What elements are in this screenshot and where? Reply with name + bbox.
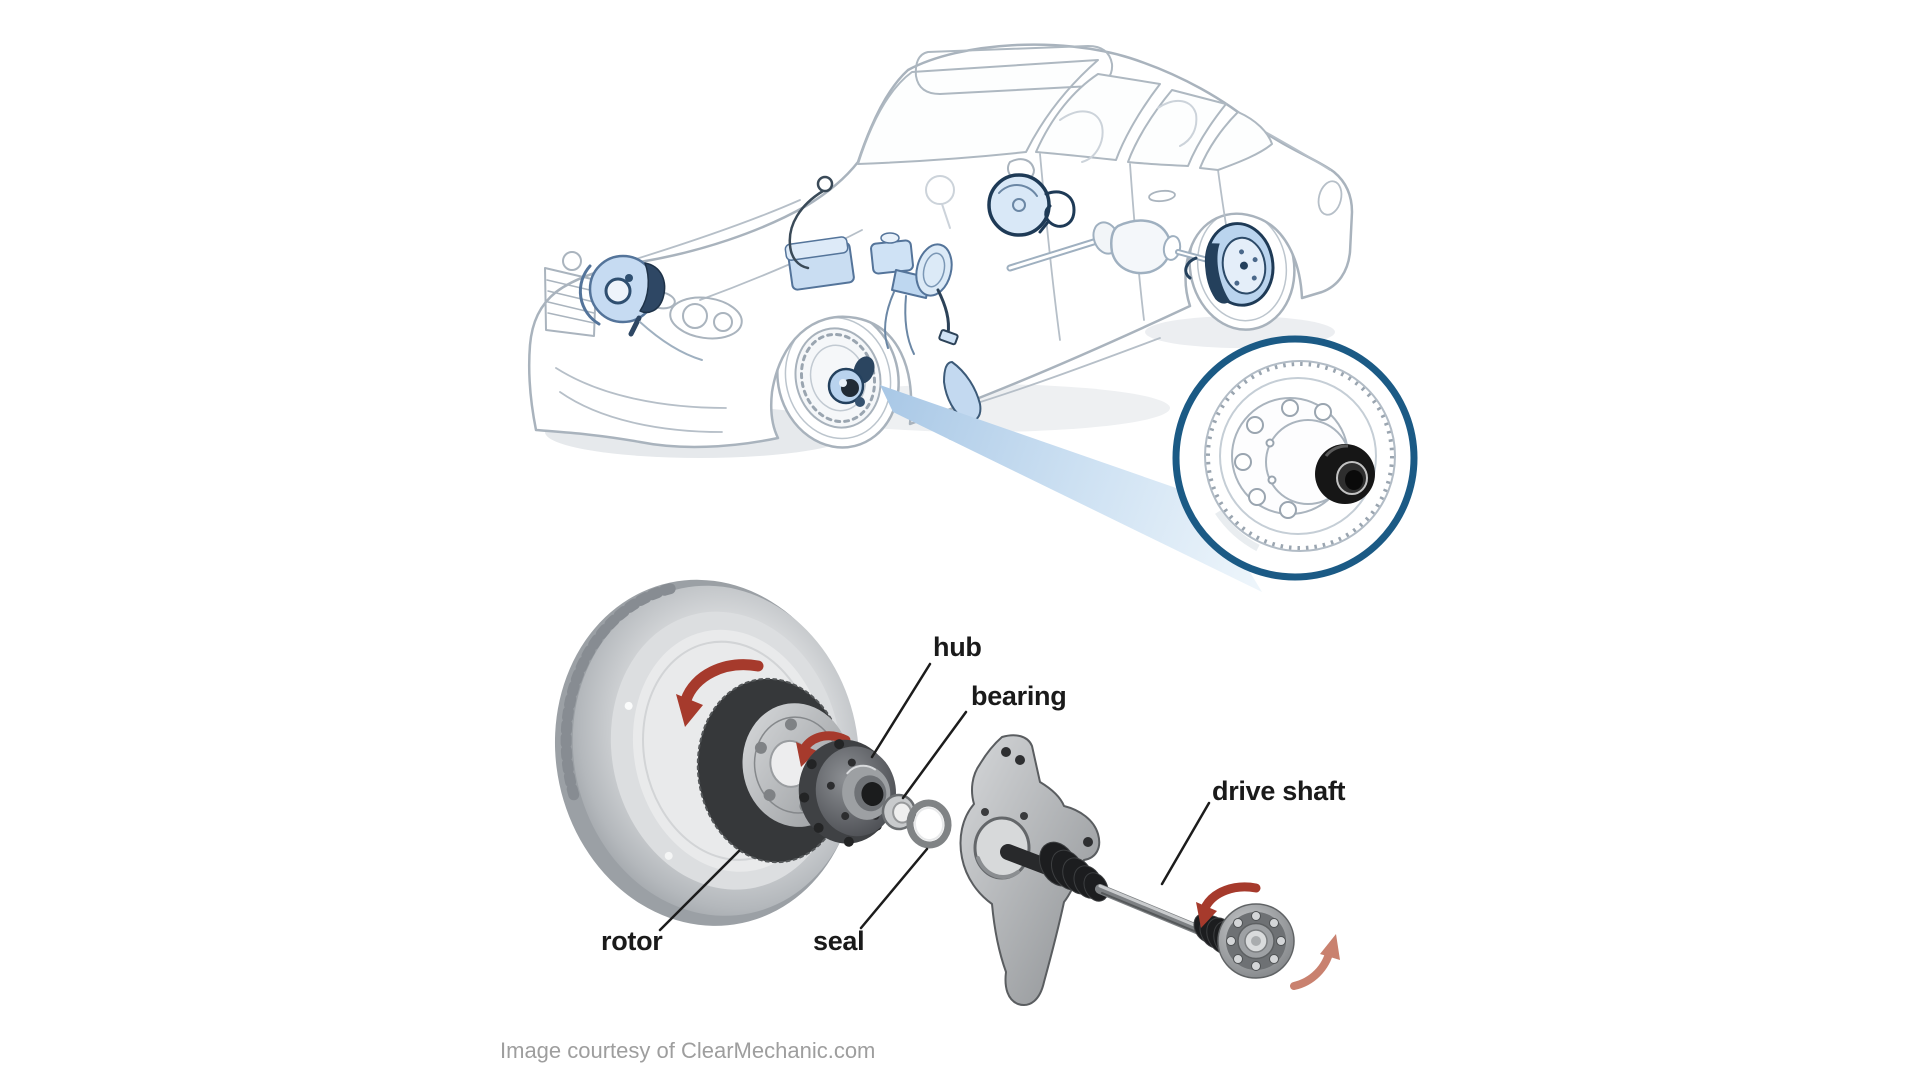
car-interior xyxy=(925,99,1198,229)
quarter-window xyxy=(1199,111,1273,171)
cv-axle xyxy=(1000,841,1340,990)
rear-driveline xyxy=(1006,219,1211,275)
booster-hose xyxy=(1044,190,1076,228)
rotation-arrow-small xyxy=(796,731,851,767)
bearing-closeup xyxy=(1315,444,1375,504)
exploded-view xyxy=(554,579,1340,1006)
label-rotor: rotor xyxy=(601,926,663,956)
side-window-rear xyxy=(1127,89,1227,167)
leader-hub xyxy=(870,662,932,759)
bolt-holes xyxy=(1234,399,1332,519)
rear-drum-highlight xyxy=(1204,222,1275,307)
sensor-ring xyxy=(816,175,834,193)
leader-bearing xyxy=(901,710,968,800)
abs-module xyxy=(784,236,855,291)
leader-seal xyxy=(859,847,929,930)
callout-circle xyxy=(1172,335,1418,581)
rotation-arrow-cv xyxy=(1196,882,1261,928)
cv-joint xyxy=(1217,903,1295,979)
leader-drive-shaft xyxy=(1160,801,1211,886)
zoom-beam xyxy=(880,385,1262,592)
grille xyxy=(544,267,597,337)
headlight xyxy=(669,296,743,340)
windshield xyxy=(857,59,1099,165)
parking-cable xyxy=(1184,256,1198,280)
brake-system-highlights xyxy=(578,173,1275,445)
label-drive-shaft: drive shaft xyxy=(1212,776,1346,806)
car-illustration xyxy=(528,43,1354,458)
axle-shaft xyxy=(1095,884,1209,937)
rotation-arrow-large xyxy=(676,659,764,727)
front-caliper xyxy=(639,262,666,314)
sensor-wire xyxy=(788,175,834,270)
differential xyxy=(1110,219,1172,275)
label-hub: hub xyxy=(933,632,982,662)
credit-text: Image courtesy of ClearMechanic.com xyxy=(500,1038,876,1063)
master-cylinder xyxy=(870,232,959,355)
rotation-arrow-cv-light xyxy=(1290,934,1340,990)
label-bearing: bearing xyxy=(971,681,1067,711)
seal-ring xyxy=(906,799,952,849)
car-front-fascia xyxy=(544,251,743,340)
front-hub-highlight xyxy=(827,356,875,407)
front-rotor-highlight xyxy=(578,254,703,361)
brake-booster xyxy=(987,173,1076,237)
brand-logo xyxy=(562,251,582,271)
leader-lines xyxy=(658,662,1211,932)
hub-assembly xyxy=(798,739,896,847)
leader-rotor xyxy=(658,849,741,932)
label-seal: seal xyxy=(813,926,865,956)
